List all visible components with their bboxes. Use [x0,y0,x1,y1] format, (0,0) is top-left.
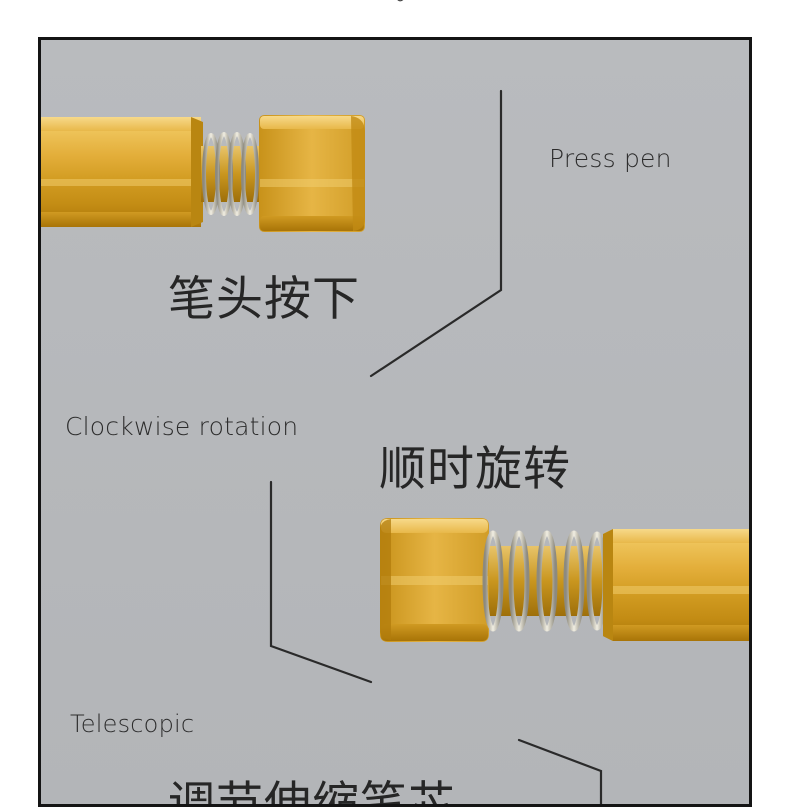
telescopic-label-cn: 调节伸缩笔芯 [168,777,456,807]
leader-line-telescopic [517,738,603,804]
pen-cap-bottom [380,518,489,642]
press-pen-label: Press pen [549,144,672,173]
pen-mechanism-illustration [41,89,749,804]
pen-cap-top [259,115,365,232]
pen-bottom-extended [380,518,749,642]
press-pen-label-cn: 笔头按下 [168,272,360,327]
clockwise-rotation-label-cn: 顺时旋转 [379,442,571,497]
pen-barrel-top [41,117,203,227]
telescopic-label: Telescopic [70,710,195,738]
clockwise-rotation-label: Clockwise rotation [65,412,299,441]
pen-barrel-bottom [603,529,749,641]
leader-line-press [369,89,503,378]
top-edge-mark [397,0,404,2]
pen-top-pressed [41,115,365,232]
spring-icon [202,132,259,216]
product-detail-panel: Press pen 笔头按下 Clockwise rotation 顺时旋转 T… [38,37,752,807]
leader-line-rotation [269,480,373,684]
